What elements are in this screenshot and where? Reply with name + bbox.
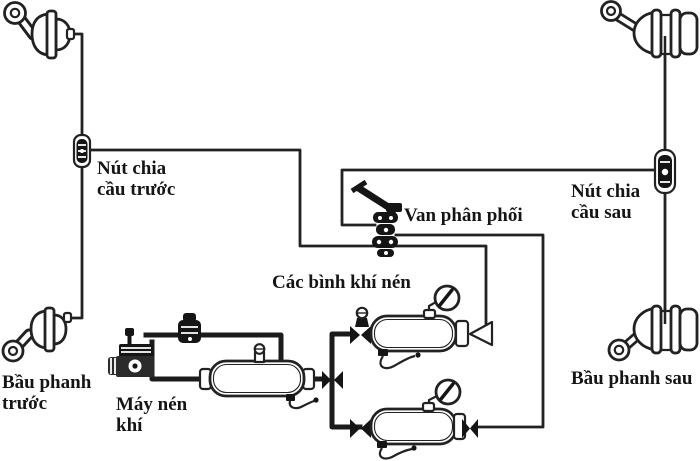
rear-brake-chamber-lower (607, 304, 699, 362)
label-compressor: Máy nén khí (116, 394, 188, 436)
rear-axle-divider (653, 148, 677, 195)
pressure-gauge-lower (421, 378, 462, 413)
junction-to-upper-tank-line (329, 331, 355, 383)
label-rear-brake: Bầu phanh sau (571, 368, 693, 389)
wet-air-tank (198, 343, 319, 410)
junction-to-lower-tank-line (329, 377, 363, 430)
front-axle-divider (72, 133, 92, 169)
label-front-brake: Bầu phanh trước (2, 372, 92, 414)
front-brake-chamber-upper (3, 1, 76, 60)
front-supply-pipe (87, 148, 488, 328)
junction-fitting (322, 371, 343, 389)
gauge-needle (438, 288, 454, 307)
funnel-fitting (468, 320, 494, 347)
compressor-discharge-line (149, 339, 206, 382)
distribution-valve (350, 179, 402, 257)
rear-brake-chamber-upper (600, 0, 699, 59)
gauge-needle (439, 382, 455, 401)
check-valve (355, 318, 369, 327)
label-rear-divider: Nút chia cầu sau (571, 181, 641, 223)
drain-valve (377, 441, 387, 448)
pressure-governor (178, 313, 201, 343)
pressure-gauge-upper (422, 284, 461, 320)
label-distribution-valve: Van phân phối (404, 205, 523, 226)
valve-to-lower-tank-pipe (394, 233, 545, 429)
front-brake-chamber-lower (1, 306, 73, 363)
label-front-divider: Nút chia cầu trước (97, 158, 176, 200)
label-air-tanks: Các bình khí nén (272, 272, 411, 293)
air-compressor (108, 328, 154, 377)
drain-valve (378, 349, 388, 356)
front-circuit-pipe-vertical (69, 32, 84, 320)
air-tank-lower (350, 407, 478, 460)
air-tank-upper (350, 306, 494, 370)
drain-valve (286, 394, 295, 401)
rear-circuit-pipe (340, 168, 659, 227)
